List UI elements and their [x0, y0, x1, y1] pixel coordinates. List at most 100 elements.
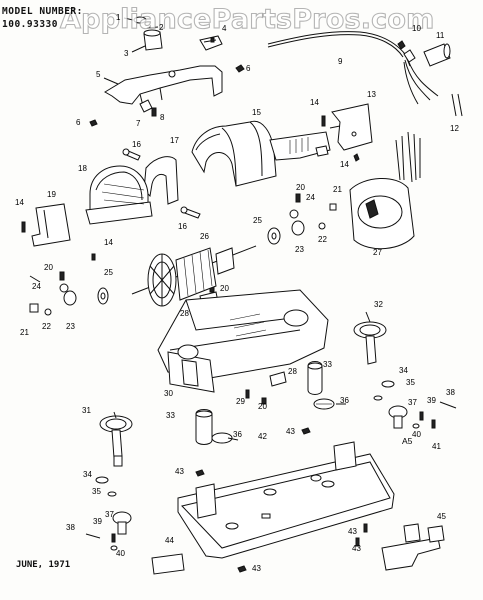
callout-20d: 20 [258, 402, 267, 411]
callout-20c: 20 [220, 284, 229, 293]
part-7-8-hardware [140, 100, 156, 116]
callout-41: 41 [432, 442, 441, 451]
callout-32: 32 [374, 300, 383, 309]
callout-10: 10 [412, 24, 421, 33]
part-30-base-frame [158, 290, 328, 392]
callout-1: 1 [116, 13, 121, 22]
callout-42: 42 [258, 432, 267, 441]
part-20-screws [60, 194, 300, 404]
part-33-bushings [196, 362, 322, 445]
part-17-spring-clip [144, 157, 178, 204]
callout-21a: 21 [333, 185, 342, 194]
callout-44: 44 [165, 536, 174, 545]
callout-33b: 33 [166, 411, 175, 420]
part-36-gears [212, 399, 334, 443]
part-31-gear-left [100, 416, 132, 466]
part-9-power-cord [268, 32, 438, 104]
callout-40b: 40 [116, 549, 125, 558]
part-16-brush-pins [123, 149, 200, 218]
part-32-gear-right [354, 322, 386, 364]
part-11-strain-relief [424, 44, 450, 66]
callout-43d: 43 [352, 544, 361, 553]
part-18-end-shield [86, 166, 152, 224]
callout-23a: 23 [295, 245, 304, 254]
callout-29: 29 [236, 397, 245, 406]
part-27-field-coil [350, 132, 420, 249]
callout-43e: 43 [252, 564, 261, 573]
callout-14b: 14 [340, 160, 349, 169]
part-23-24-bushings [60, 210, 304, 305]
part-25-bearings [98, 228, 280, 304]
callout-7: 7 [136, 119, 141, 128]
callout-2: 2 [159, 23, 164, 32]
callout-11: 11 [436, 31, 445, 40]
callout-33a: 33 [323, 360, 332, 369]
callout-20a: 20 [296, 183, 305, 192]
part-42-base-plate [178, 442, 394, 558]
callout-38a: 38 [446, 388, 455, 397]
part-10-clip [398, 41, 405, 49]
callout-34b: 34 [83, 470, 92, 479]
callout-16a: 16 [132, 140, 141, 149]
callout-14d: 14 [104, 238, 113, 247]
callout-31: 31 [82, 406, 91, 415]
callout-35b: 35 [92, 487, 101, 496]
part-19-bracket [32, 204, 70, 246]
leader-lines [30, 276, 370, 440]
callout-38b: 38 [66, 523, 75, 532]
part-5-top-bracket [104, 66, 222, 110]
callout-37b: 37 [105, 510, 114, 519]
callout-8: 8 [160, 113, 165, 122]
part-45-handle [382, 524, 444, 570]
callout-43a: 43 [286, 427, 295, 436]
callout-5: 5 [96, 70, 101, 79]
callout-36b: 36 [233, 430, 242, 439]
callout-34a: 34 [399, 366, 408, 375]
model-number-label: MODEL NUMBER: [2, 6, 83, 17]
callout-24b: 24 [32, 282, 41, 291]
callout-39b: 39 [93, 517, 102, 526]
callout-36a: 36 [340, 396, 349, 405]
callout-35a: 35 [406, 378, 415, 387]
part-15-motor-housing [192, 121, 330, 186]
callout-14c: 14 [15, 198, 24, 207]
callout-16b: 16 [178, 222, 187, 231]
callout-40a: 40 [412, 430, 421, 439]
part-21-22-washers [30, 204, 336, 315]
callout-14a: 14 [310, 98, 319, 107]
callout-13: 13 [367, 90, 376, 99]
part-43-screws [196, 428, 367, 572]
part-44-plate [152, 554, 184, 574]
callout-43b: 43 [175, 467, 184, 476]
callout-6b: 6 [246, 64, 251, 73]
model-number-value: 100.93330 [2, 19, 58, 30]
part-6-screws [90, 65, 244, 126]
callout-28b: 28 [288, 367, 297, 376]
callout-4: 4 [222, 24, 227, 33]
part-34-35-washers [96, 381, 394, 496]
callout-19: 19 [47, 190, 56, 199]
callout-39a: 39 [427, 396, 436, 405]
callout-12: 12 [450, 124, 459, 133]
part-1-washer [124, 17, 146, 23]
callout-15: 15 [252, 108, 261, 117]
callout-21b: 21 [20, 328, 29, 337]
callout-18: 18 [78, 164, 87, 173]
callout-6a: 6 [76, 118, 81, 127]
callout-22a: 22 [318, 235, 327, 244]
callout-9: 9 [338, 57, 343, 66]
callout-37a: 37 [408, 398, 417, 407]
callout-22b: 22 [42, 322, 51, 331]
page-code: A5 [402, 436, 413, 446]
part-4-clip [200, 36, 222, 50]
callout-45: 45 [437, 512, 446, 521]
part-12-terminals [452, 94, 462, 116]
callout-27: 27 [373, 248, 382, 257]
callout-23b: 23 [66, 322, 75, 331]
callout-43c: 43 [348, 527, 357, 536]
callout-3: 3 [124, 49, 129, 58]
callout-24a: 24 [306, 193, 315, 202]
callout-20b: 20 [44, 263, 53, 272]
